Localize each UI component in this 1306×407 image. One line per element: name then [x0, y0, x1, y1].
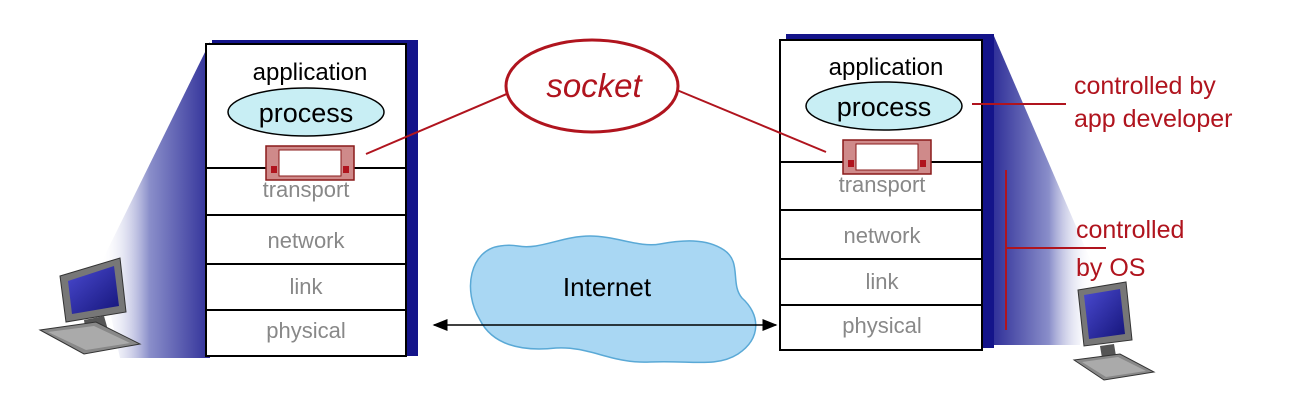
right-beam: [994, 36, 1094, 345]
left-socket-icon: [265, 145, 355, 181]
left-layer-transport: transport: [263, 177, 350, 202]
left-layer-network: network: [267, 228, 345, 253]
computer-icon: [1072, 281, 1156, 381]
left-process-ellipse: [227, 87, 385, 137]
annotation-app-developer: controlled by app developer: [972, 72, 1232, 133]
internet-cloud: Internet: [432, 235, 778, 364]
socket-connector-left: [365, 89, 517, 155]
os-line2: by OS: [1076, 254, 1145, 282]
socket-connector-right: [671, 87, 827, 153]
computer-icon: [38, 257, 142, 355]
app-developer-line1: controlled by: [1074, 72, 1216, 100]
right-application-label: application: [829, 54, 944, 81]
right-socket-icon: [842, 139, 932, 175]
left-process-label: process: [259, 98, 354, 128]
socket-callout: socket: [365, 38, 827, 155]
left-host: application process transport network li…: [38, 40, 418, 358]
app-developer-line2: app developer: [1074, 105, 1232, 133]
right-process-ellipse: [805, 81, 963, 131]
socket-label: socket: [546, 67, 643, 104]
right-layer-transport: transport: [839, 172, 926, 197]
right-layer-network: network: [843, 223, 921, 248]
socket-ellipse: [504, 38, 680, 134]
left-beam: [100, 42, 210, 358]
left-layer-physical: physical: [266, 318, 345, 343]
annotation-os: controlled by OS: [1005, 170, 1184, 330]
right-process-label: process: [837, 92, 932, 122]
os-line1: controlled: [1076, 216, 1184, 244]
right-host: application process transport network li…: [779, 34, 1156, 381]
internet-label: Internet: [563, 272, 652, 302]
left-application-label: application: [253, 59, 368, 86]
right-layer-link: link: [865, 269, 899, 294]
right-layer-physical: physical: [842, 313, 921, 338]
left-layer-link: link: [289, 274, 323, 299]
